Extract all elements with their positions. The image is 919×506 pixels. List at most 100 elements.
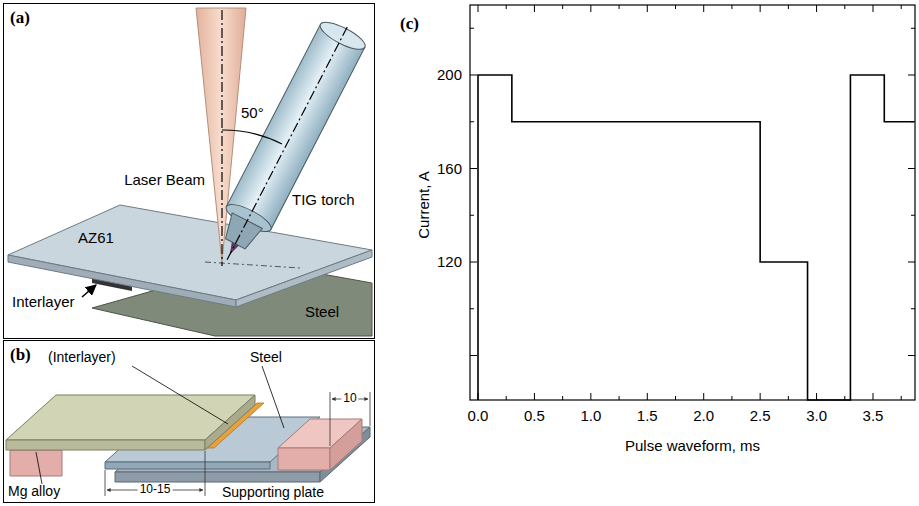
torch-axis [227,25,348,260]
tick-label: 1.5 [637,408,658,425]
tick-mark [788,396,789,400]
tick-label: 1.0 [580,408,601,425]
panel-tag: (c) [400,15,419,34]
pulse-waveform [478,75,914,400]
laser-axis [221,10,222,266]
tick-mark [562,5,563,9]
support-front [115,472,320,482]
tig-torch [205,14,371,272]
mg-plate-side [205,395,255,450]
tick-label: 160 [437,160,462,177]
pulse-chart [470,5,915,400]
tick-mark [901,5,902,9]
extension-line [330,392,331,446]
weld-line [205,262,300,268]
interlayer-pointer [82,285,96,297]
panel-b-art [6,366,370,496]
tick-label: 2.5 [750,408,771,425]
tick-label: 2.0 [693,408,714,425]
tick-mark [760,5,761,12]
tick-mark [816,5,817,12]
tick-mark [506,396,507,400]
tick-mark [647,393,648,400]
plot-frame [470,5,915,400]
tick-label: 120 [437,254,462,271]
tick-mark [760,393,761,400]
dimension-label: 10-15 [138,483,173,496]
tick-mark [534,393,535,400]
tick-mark [873,5,874,12]
tick-mark [908,355,915,356]
dimension-label: 10 [341,392,358,405]
tick-mark [590,5,591,12]
tick-mark [873,393,874,400]
tick-mark [703,5,704,12]
part-label: Steel [250,350,282,365]
angle-label: 50° [241,105,264,122]
tick-mark [562,396,563,400]
axis-title: Current, A [416,171,433,239]
tick-mark [731,5,732,9]
leader-line [132,366,228,424]
tick-mark [470,168,477,169]
tick-mark [675,396,676,400]
extension-line [370,392,371,426]
panel-tag: (b) [10,345,31,365]
tick-mark [911,308,915,309]
tick-mark [470,262,477,263]
clamp-right-front [278,448,330,470]
axis-title: Pulse waveform, ms [625,438,760,455]
tick-mark [788,5,789,9]
tick-mark [534,5,535,12]
extension-line [205,451,206,496]
tick-mark [908,262,915,263]
leader-line [36,452,42,484]
tick-mark [647,5,648,12]
tick-mark [675,5,676,9]
tick-label: 200 [437,67,462,84]
part-label: Mg alloy [8,484,60,499]
tick-mark [816,393,817,400]
tick-mark [908,168,915,169]
extension-line [105,470,106,496]
part-label: AZ61 [78,230,114,247]
tick-mark [703,393,704,400]
az61-plate [8,205,372,300]
leader-line [262,366,284,428]
panel-tag: (a) [10,8,30,28]
tick-label: 3.5 [863,408,884,425]
tick-mark [470,28,474,29]
part-label: TIG torch [292,192,355,209]
panel-a-art [8,8,372,336]
tick-mark [478,5,479,12]
tick-label: 0.0 [468,408,489,425]
tick-mark [619,5,620,9]
tick-mark [844,5,845,9]
tick-mark [470,75,477,76]
tick-mark [506,5,507,9]
tick-mark [470,355,477,356]
tungsten-electrode [226,242,239,256]
tick-mark [590,393,591,400]
tick-label: 3.0 [806,408,827,425]
part-label: Interlayer [12,294,75,311]
tick-mark [901,396,902,400]
tick-mark [470,121,474,122]
part-label: Laser Beam [124,172,205,189]
tick-mark [731,396,732,400]
tick-mark [911,28,915,29]
tick-mark [619,396,620,400]
tick-mark [470,308,474,309]
mg-plate-front [6,440,205,450]
tick-mark [911,215,915,216]
steel-front [105,462,270,469]
angle-arc [222,130,282,144]
clamp-right-side [330,419,362,470]
part-label: Supporting plate [222,485,324,500]
part-label: Steel [305,304,339,321]
az61-side [236,250,372,307]
tick-mark [908,75,915,76]
tick-mark [470,215,474,216]
